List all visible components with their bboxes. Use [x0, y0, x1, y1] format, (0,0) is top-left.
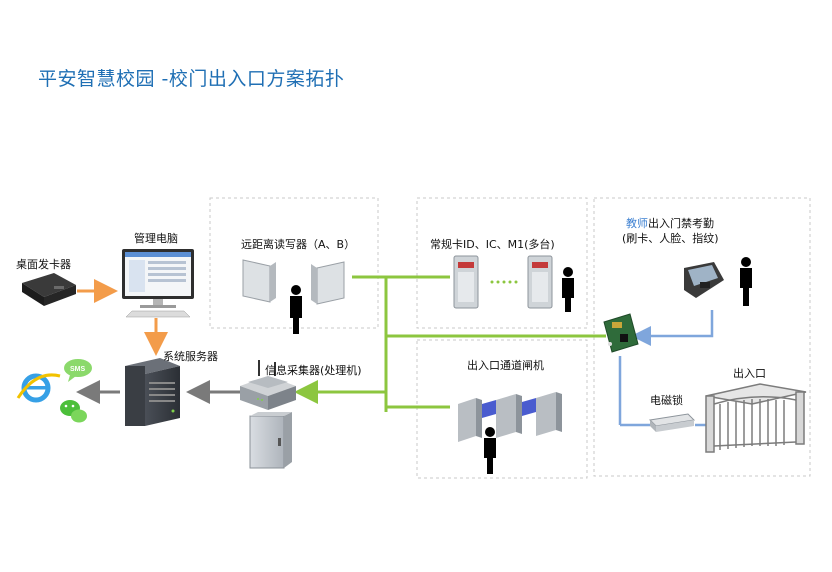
magnetic-lock-label: 电磁锁: [650, 394, 683, 407]
sms-icon: [64, 359, 92, 382]
system-server: [125, 358, 180, 426]
reader-group-box: [209, 197, 379, 329]
entrance-gate: [705, 383, 807, 453]
long-range-reader-label: 远距离读写器（A、B）: [241, 238, 356, 251]
control-cabinet: [249, 412, 292, 469]
management-pc: [122, 249, 194, 318]
person-icon: [740, 257, 752, 306]
entrance-label: 出入口: [733, 367, 766, 380]
gate-group-box: [416, 339, 588, 479]
card-group-box: [416, 197, 588, 329]
page-title: 平安智慧校园 -校门出入口方案拓扑: [38, 68, 345, 90]
card-issuer-device: [22, 273, 76, 306]
teacher-access-rest: 出入门禁考勤: [648, 217, 714, 230]
person-icon: [484, 427, 496, 474]
person-icon: [562, 267, 574, 312]
card-issuer-label: 桌面发卡器: [16, 258, 71, 271]
teacher-access-methods-label: (刷卡、人脸、指纹): [622, 232, 719, 245]
ie-browser-icon: [16, 373, 61, 403]
access-controller-board: [603, 313, 639, 353]
gate-channel-label: 出入口通道闸机: [467, 359, 544, 372]
network-lines: [294, 275, 606, 412]
teacher-access-label: 教师出入门禁考勤: [626, 217, 714, 231]
person-icon: [290, 285, 302, 334]
card-reader-1: [453, 255, 479, 309]
info-collector-device: [240, 360, 296, 410]
face-recognition-terminal: [684, 262, 724, 298]
turnstile-gate: [458, 392, 562, 442]
magnetic-lock: [648, 413, 696, 432]
teacher-access-highlight: 教师: [626, 217, 648, 230]
more-readers-dots: [490, 280, 518, 284]
long-range-reader-a: [242, 259, 276, 303]
info-collector-label: 信息采集器(处理机): [265, 364, 362, 377]
long-range-reader-b: [311, 261, 345, 305]
regular-card-label: 常规卡ID、IC、M1(多台): [430, 238, 555, 251]
wechat-icon: [60, 400, 87, 423]
card-reader-2: [527, 255, 553, 309]
management-pc-label: 管理电脑: [134, 232, 178, 245]
sms-label: SMS: [70, 366, 86, 373]
access-control-lines: [618, 310, 714, 427]
system-server-label: 系统服务器: [163, 350, 218, 363]
